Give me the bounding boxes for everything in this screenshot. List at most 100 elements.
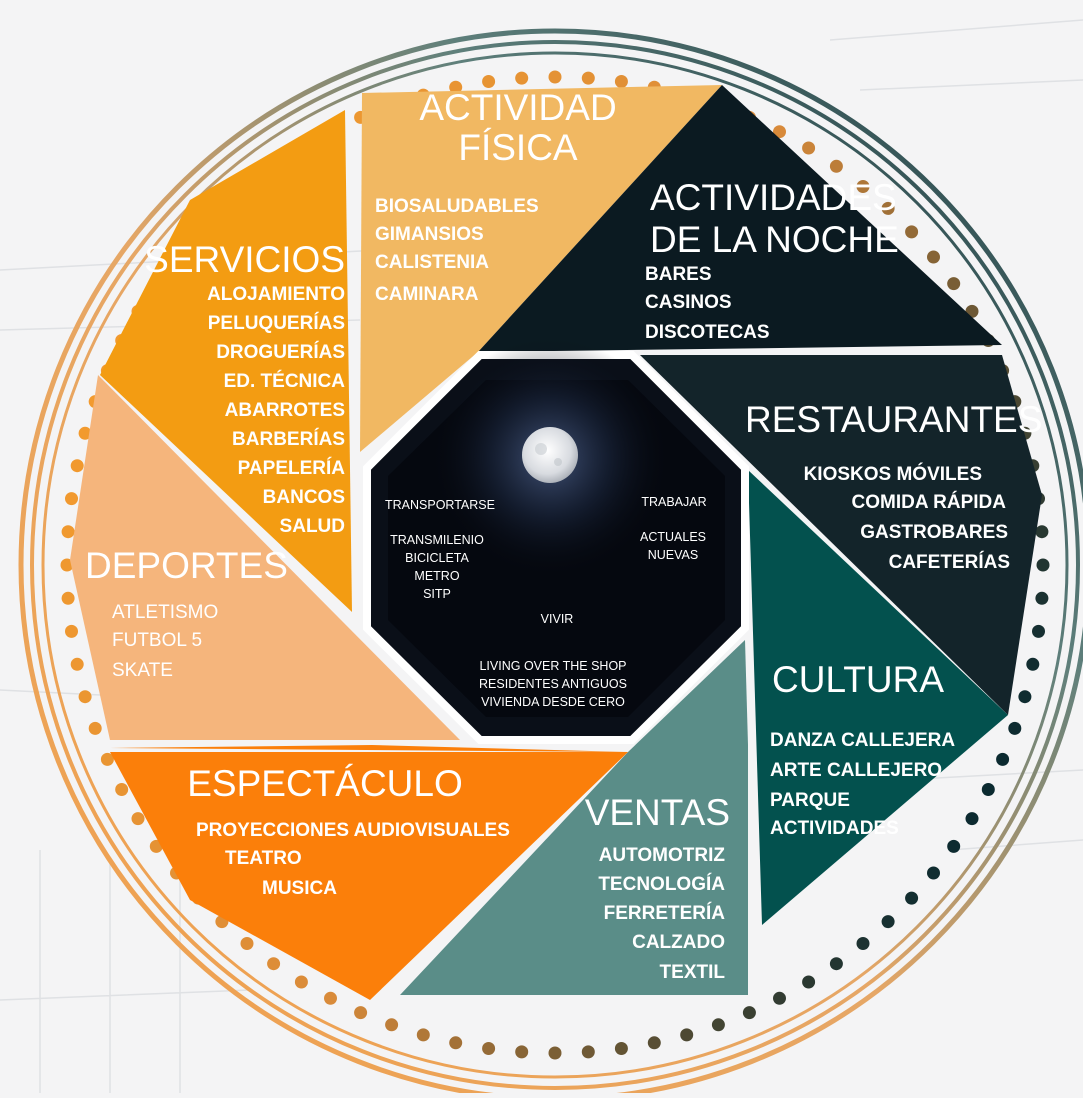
trabajar-item: ACTUALES <box>640 530 706 544</box>
ring-dot <box>802 975 816 989</box>
ring-dot <box>100 752 114 766</box>
restaurantes-title: RESTAURANTES <box>745 399 1042 440</box>
ventas-title: VENTAS <box>585 792 730 833</box>
sector-actividad-fisica[interactable] <box>360 85 722 452</box>
outer-ring <box>18 28 1083 1098</box>
sector-cultura[interactable] <box>748 470 1008 925</box>
actividad-fisica-title-1: ACTIVIDAD <box>419 87 616 128</box>
ventas-item: TEXTIL <box>660 962 726 983</box>
ring-dot <box>965 812 979 826</box>
cultura-text: CULTURA DANZA CALLEJERA ARTE CALLEJERO P… <box>770 659 955 839</box>
ring-dot <box>294 975 308 989</box>
vivir-item: LIVING OVER THE SHOP <box>479 659 626 673</box>
actividad-fisica-title-2: FÍSICA <box>458 127 578 168</box>
transportarse-item: TRANSMILENIO <box>390 533 484 547</box>
sector-deportes[interactable] <box>70 375 460 740</box>
transportarse-label: TRANSPORTARSE <box>385 498 495 512</box>
ring-dot <box>711 1018 725 1032</box>
ring-dot <box>614 75 628 88</box>
transportarse-item: SITP <box>423 587 451 601</box>
espectaculo-item: TEATRO <box>225 848 302 869</box>
restaurantes-item: COMIDA RÁPIDA <box>852 491 1007 513</box>
deportes-item: FUTBOL 5 <box>112 630 202 651</box>
ring-dot <box>881 915 895 929</box>
servicios-item: PAPELERÍA <box>238 457 346 479</box>
ring-dot <box>614 1042 628 1055</box>
cultura-item: PARQUE <box>770 790 850 811</box>
ring-dot <box>548 70 562 84</box>
ring-dot <box>548 1046 562 1060</box>
center-text: TRANSPORTARSE TRANSMILENIO BICICLETA MET… <box>385 495 707 709</box>
ring-dot <box>947 277 961 291</box>
ring-dot <box>1032 624 1045 638</box>
ring-dot <box>905 225 919 239</box>
ring-dot <box>1035 591 1049 605</box>
moon-crater-2 <box>554 458 562 466</box>
ring-dot <box>354 1006 368 1020</box>
ring-dot <box>88 721 102 735</box>
ring-dot <box>856 180 870 193</box>
servicios-item: PELUQUERÍAS <box>208 312 345 334</box>
cultura-item: ARTE CALLEJERO <box>770 760 942 781</box>
ring-dot <box>1036 558 1050 572</box>
ring-dot <box>773 991 786 1005</box>
cultura-item: DANZA CALLEJERA <box>770 730 955 751</box>
ring-dot <box>115 783 129 796</box>
ring-dot <box>927 250 940 264</box>
actividad-fisica-item: GIMANSIOS <box>375 224 484 245</box>
ring-dot <box>61 591 75 605</box>
actividad-fisica-item: BIOSALUDABLES <box>375 196 539 217</box>
deportes-text: DEPORTES ATLETISMO FUTBOL 5 SKATE <box>85 545 288 681</box>
vivir-label: VIVIR <box>541 612 574 626</box>
sector-espectaculo-main[interactable] <box>110 752 628 1000</box>
ring-dot <box>385 1018 399 1032</box>
actividad-fisica-text: ACTIVIDAD FÍSICA BIOSALUDABLES GIMANSIOS… <box>375 87 617 305</box>
actividad-fisica-item: CAMINARA <box>375 284 479 305</box>
ring-dot <box>581 71 595 85</box>
ring-dot <box>449 80 463 94</box>
ring-dot <box>981 783 995 796</box>
ring-dot <box>996 752 1010 766</box>
ring-dot <box>1018 690 1032 704</box>
ring-dot <box>416 1028 430 1042</box>
ring-dot <box>581 1045 595 1059</box>
sector-servicios[interactable] <box>100 110 352 612</box>
trabajar-label: TRABAJAR <box>641 495 706 509</box>
deportes-item: SKATE <box>112 660 173 681</box>
restaurantes-item: GASTROBARES <box>860 522 1008 543</box>
ring-dot <box>449 1036 463 1050</box>
ring-dot <box>881 201 895 215</box>
espectaculo-item: MUSICA <box>262 878 337 899</box>
servicios-item: ABARROTES <box>225 400 345 421</box>
ring-dot <box>482 1042 496 1055</box>
ring-dot <box>78 690 92 704</box>
actividades-noche-title-2: DE LA NOCHE <box>650 219 899 260</box>
ring-dot <box>829 957 843 971</box>
actividades-noche-text: ACTIVIDADES DE LA NOCHE BARES CASINOS DI… <box>645 177 899 343</box>
actividades-noche-item: DISCOTECAS <box>645 322 770 343</box>
ring-dot <box>61 525 75 539</box>
servicios-title: SERVICIOS <box>144 239 345 280</box>
ring-dot <box>267 957 281 971</box>
transportarse-item: METRO <box>414 569 459 583</box>
espectaculo-text: ESPECTÁCULO PROYECCIONES AUDIOVISUALES T… <box>187 763 510 899</box>
espectaculo-title: ESPECTÁCULO <box>187 763 463 804</box>
cultura-title: CULTURA <box>772 659 944 700</box>
actividades-noche-item: CASINOS <box>645 292 732 313</box>
ring-dot <box>742 1006 756 1020</box>
ring-dot <box>70 459 84 473</box>
servicios-item: SALUD <box>280 516 345 537</box>
sector-ventas[interactable] <box>400 640 748 995</box>
ventas-item: FERRETERÍA <box>604 902 726 924</box>
sector-actividades-noche[interactable] <box>478 85 1002 352</box>
ring-dot <box>1008 721 1022 735</box>
sector-restaurantes[interactable] <box>640 355 1042 715</box>
vivir-item: VIVIENDA DESDE CERO <box>481 695 625 709</box>
sector-espectaculo[interactable] <box>110 745 628 752</box>
ventas-item: AUTOMOTRIZ <box>599 845 726 866</box>
ring-dot <box>78 426 92 440</box>
ventas-item: TECNOLOGÍA <box>598 873 725 895</box>
actividades-noche-item: BARES <box>645 264 712 285</box>
outer-ring-2 <box>30 40 1080 1090</box>
ring-dot <box>680 1028 694 1042</box>
